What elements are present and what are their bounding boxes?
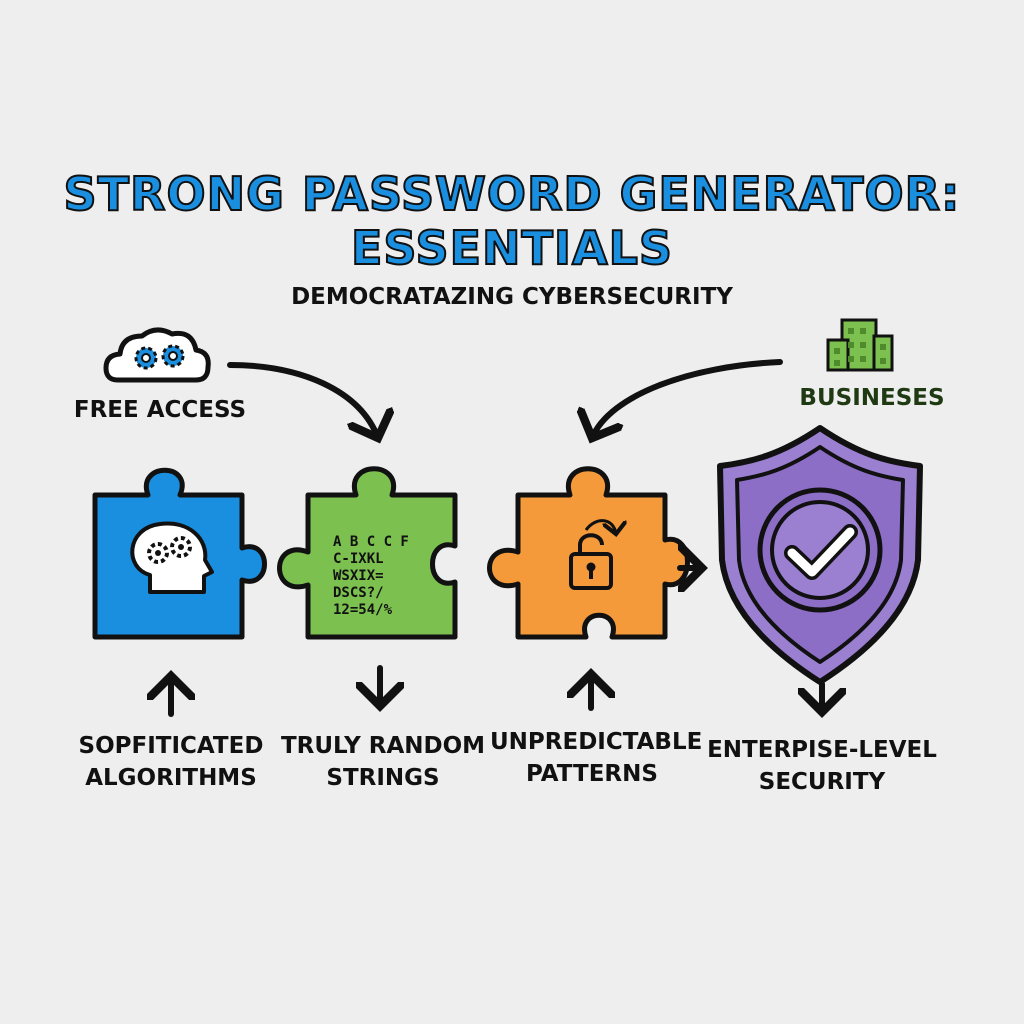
label-line: SOPFITICATED <box>78 733 264 759</box>
glyph-row: WSXIX= <box>333 568 384 584</box>
glyph-row: 12=54/% <box>333 602 393 618</box>
head-gears-icon <box>130 521 214 594</box>
padlock-icon <box>569 519 616 590</box>
title-line-1: STRONG PASSWORD GENERATOR: <box>63 167 961 221</box>
glyph-row: C-IXKL <box>333 551 384 567</box>
label-line: TRULY RANDOM <box>280 733 486 759</box>
free-access-label: FREE ACCESS <box>73 397 247 423</box>
glyph-row: A B C C F <box>333 534 409 550</box>
puzzle-piece-algorithms <box>92 467 267 640</box>
label-line: SECURITY <box>758 769 886 795</box>
label-line: ENTERPISE-LEVEL <box>707 737 937 763</box>
gear-icon <box>161 344 185 368</box>
label-line: STRINGS <box>326 765 440 791</box>
puzzle-piece-random-strings <box>277 466 458 640</box>
label-line: PATTERNS <box>526 761 658 787</box>
label-algorithms: SOPFITICATED ALGORITHMS <box>60 730 282 794</box>
shield-check-icon <box>717 425 923 685</box>
label-security: ENTERPISE-LEVEL SECURITY <box>706 734 938 798</box>
glyph-row: DSCS?/ <box>333 585 384 601</box>
subtitle: DEMOCRATAZING CYBERSECURITY <box>291 284 733 310</box>
label-line: ALGORITHMS <box>85 765 257 791</box>
label-random-strings: TRULY RANDOM STRINGS <box>278 730 488 794</box>
title-line-2: ESSENTIALS <box>350 221 674 275</box>
label-patterns: UNPREDICTABLE PATTERNS <box>490 726 703 790</box>
businesses-label: BUSINESES <box>799 385 945 411</box>
cloud-gears-icon <box>103 327 211 383</box>
free-access-arrow <box>227 362 378 438</box>
label-line: UNPREDICTABLE <box>490 729 703 755</box>
building-icon <box>826 318 894 372</box>
random-string-glyphs: A B C C F C-IXKL WSXIX= DSCS?/ 12=54/% <box>333 534 409 618</box>
gear-icon <box>134 346 158 370</box>
puzzle-piece-patterns <box>487 466 690 640</box>
businesses-arrow <box>592 359 783 438</box>
